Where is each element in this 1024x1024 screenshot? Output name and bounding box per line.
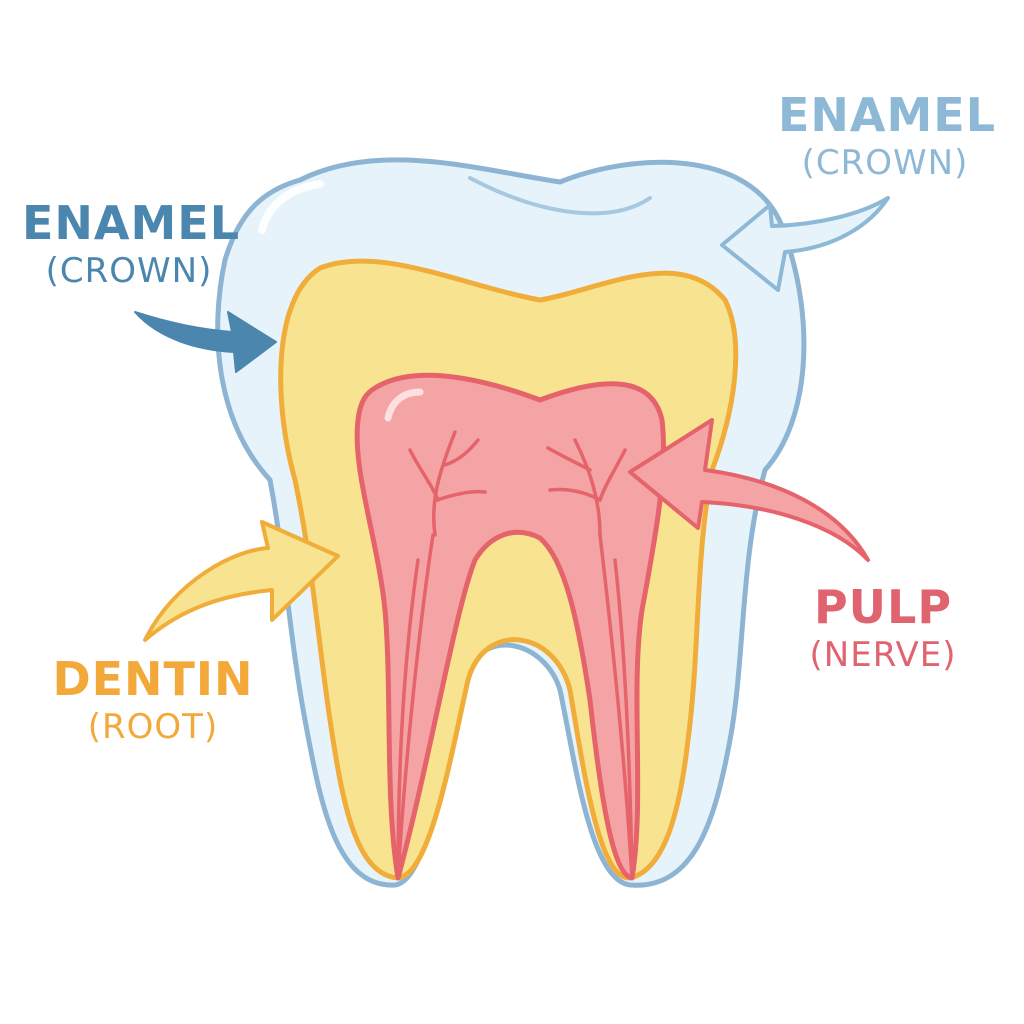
- enamel-crown-label-right: ENAMEL (CROWN): [778, 88, 997, 184]
- enamel-label-title: ENAMEL: [22, 196, 241, 250]
- crown-label-subtitle: (CROWN): [801, 143, 969, 184]
- enamel-right-arrow: [720, 196, 890, 292]
- enamel-highlight: [258, 180, 324, 234]
- pulp-label-title: PULP: [813, 580, 953, 634]
- nerve-branches: [396, 430, 634, 880]
- pulp-highlight: [384, 388, 424, 422]
- enamel-left-arrow: [134, 311, 277, 373]
- dentin-root-label: DENTIN (ROOT): [40, 652, 266, 748]
- nerve-label-subtitle: (NERVE): [809, 635, 957, 676]
- enamel-label-title: ENAMEL: [778, 88, 997, 142]
- enamel-crown-label-left: ENAMEL (CROWN): [22, 196, 241, 292]
- pulp-arrow: [628, 418, 870, 562]
- crown-label-subtitle: (CROWN): [45, 251, 213, 292]
- root-label-subtitle: (ROOT): [87, 707, 219, 748]
- enamel-crown-curve: [468, 176, 652, 216]
- dentin-layer: [278, 258, 739, 881]
- dentin-label-title: DENTIN: [52, 652, 254, 706]
- pulp-nerve-label: PULP (NERVE): [780, 580, 986, 676]
- dentin-arrow: [143, 520, 340, 642]
